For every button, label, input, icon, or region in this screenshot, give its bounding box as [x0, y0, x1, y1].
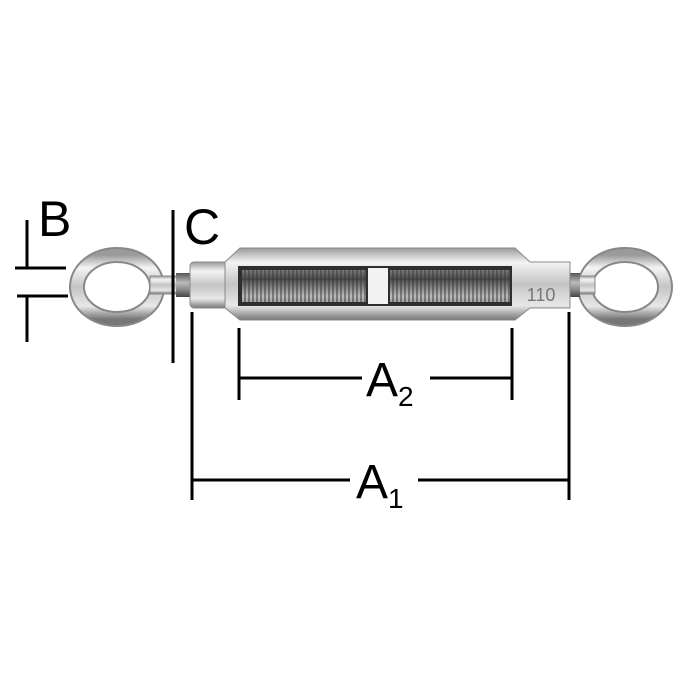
label-c: C: [184, 199, 220, 255]
right-eye-bolt: [564, 247, 673, 327]
dimension-a2: A2: [237, 328, 514, 412]
turnbuckle-body: 110: [189, 247, 571, 321]
dimension-a1: A1: [190, 312, 571, 514]
dimension-b: B: [15, 191, 71, 342]
label-b: B: [38, 191, 71, 247]
engraving-110: 110: [527, 285, 556, 305]
left-eye-bolt: [69, 247, 191, 327]
label-a2: A2: [366, 354, 414, 412]
dimension-c: C: [171, 199, 220, 363]
label-a1: A1: [356, 456, 404, 514]
